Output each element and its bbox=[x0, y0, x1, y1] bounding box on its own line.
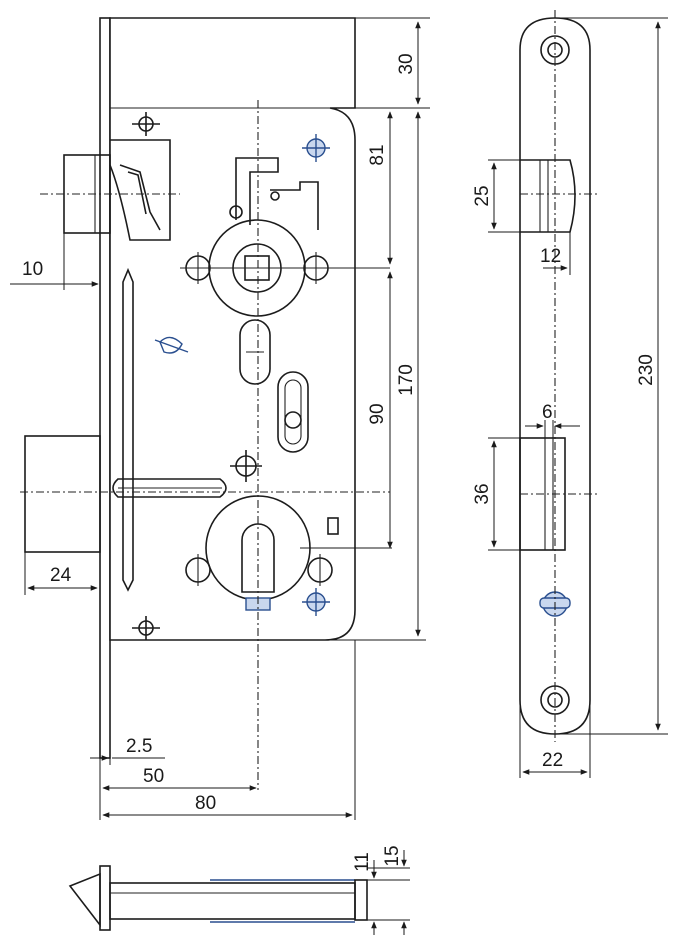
dim-25-label: 25 bbox=[472, 185, 493, 206]
dim-24-label: 24 bbox=[50, 565, 72, 586]
lock-front-view bbox=[20, 17, 390, 790]
dim-30-label: 30 bbox=[396, 53, 417, 74]
dim-36-label: 36 bbox=[472, 483, 493, 504]
slots bbox=[239, 319, 309, 453]
dim-12-label: 12 bbox=[540, 246, 561, 267]
dimension-labels: 30 81 170 90 10 24 2.5 50 80 25 12 230 6… bbox=[22, 53, 657, 871]
dim-2-5-label: 2.5 bbox=[126, 736, 152, 757]
dim-22-label: 22 bbox=[542, 750, 563, 771]
dim-170-label: 170 bbox=[396, 364, 417, 396]
dim-11-label: 11 bbox=[352, 852, 373, 872]
dimensions-side bbox=[367, 850, 410, 935]
dim-230-label: 230 bbox=[636, 354, 657, 386]
dim-15-label: 15 bbox=[382, 845, 403, 866]
dim-80-label: 80 bbox=[195, 793, 216, 814]
dimensions-main bbox=[10, 17, 430, 820]
spindle-follower bbox=[180, 219, 390, 317]
strike-plate-view bbox=[519, 10, 600, 742]
dim-90-label: 90 bbox=[367, 403, 388, 424]
dimensions-strike bbox=[488, 17, 668, 778]
dim-10-label: 10 bbox=[22, 259, 43, 280]
faceplate bbox=[99, 17, 111, 759]
dead-bolt bbox=[24, 435, 101, 553]
screw-marks bbox=[132, 112, 330, 640]
latch-spring bbox=[229, 157, 319, 230]
lock-case bbox=[109, 17, 356, 641]
dim-81-label: 81 bbox=[367, 144, 388, 165]
dim-50-label: 50 bbox=[143, 766, 164, 787]
dim-6-label: 6 bbox=[542, 402, 553, 423]
bolt-lever bbox=[112, 267, 227, 592]
lock-side-view bbox=[68, 865, 368, 931]
